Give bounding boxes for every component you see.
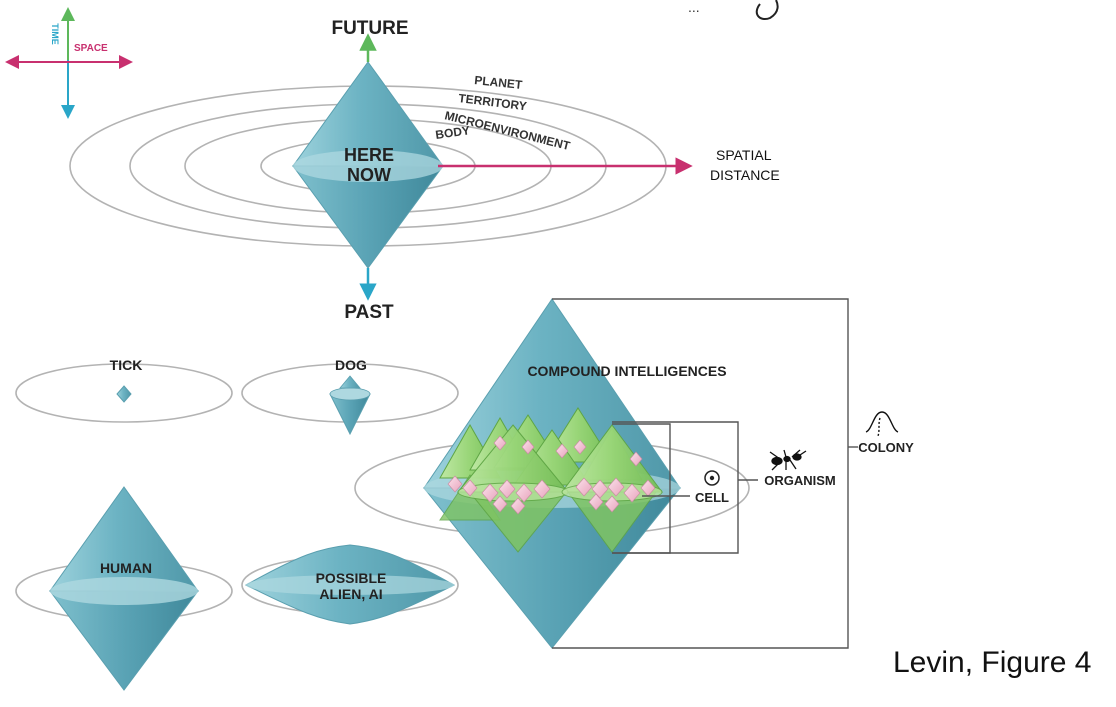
alien-label-line1: POSSIBLE	[316, 570, 387, 586]
legend-time-label: TIME	[50, 23, 60, 45]
colony-bracket	[552, 298, 849, 649]
human-agent: HUMAN	[15, 486, 233, 691]
planet-label: PLANET	[474, 73, 524, 92]
tick-agent: TICK	[15, 357, 233, 423]
dog-label: DOG	[335, 357, 367, 373]
organism-label: ORGANISM	[764, 473, 836, 488]
colony-mound-icon	[865, 411, 899, 437]
time-space-legend: TIME SPACE	[5, 7, 133, 119]
cell-label: CELL	[695, 490, 729, 505]
light-cone-diagram: FUTURE PAST SPATIAL DISTANCE HERE NOW PL…	[69, 18, 780, 323]
spatial-label-line2: DISTANCE	[710, 167, 780, 183]
nesting-brackets	[552, 298, 858, 649]
alien-ai-agent: POSSIBLE ALIEN, AI	[241, 544, 459, 625]
future-label: FUTURE	[331, 18, 408, 39]
human-label: HUMAN	[100, 560, 152, 576]
figure-caption: Levin, Figure 4	[893, 646, 1092, 679]
cell-icon	[704, 470, 720, 486]
compound-intelligences: COMPOUND INTELLIGENCES	[354, 298, 750, 649]
ant-icon	[769, 449, 807, 471]
pink-cells	[447, 435, 656, 515]
legend-space-label: SPACE	[74, 43, 108, 54]
top-loop-mark	[755, 0, 779, 20]
body-label: BODY	[434, 123, 470, 142]
here-label: HERE	[344, 145, 394, 165]
dog-agent: DOG	[241, 357, 459, 436]
top-dots: ...	[688, 0, 700, 15]
organism-bracket	[612, 421, 739, 554]
alien-label-line2: ALIEN, AI	[319, 586, 382, 602]
spatial-label-line1: SPATIAL	[716, 147, 772, 163]
colony-label: COLONY	[858, 440, 914, 455]
now-label: NOW	[347, 165, 391, 185]
tick-label: TICK	[110, 357, 143, 373]
past-label: PAST	[344, 302, 394, 323]
here-now-disc	[293, 150, 443, 182]
compound-label: COMPOUND INTELLIGENCES	[527, 363, 726, 379]
